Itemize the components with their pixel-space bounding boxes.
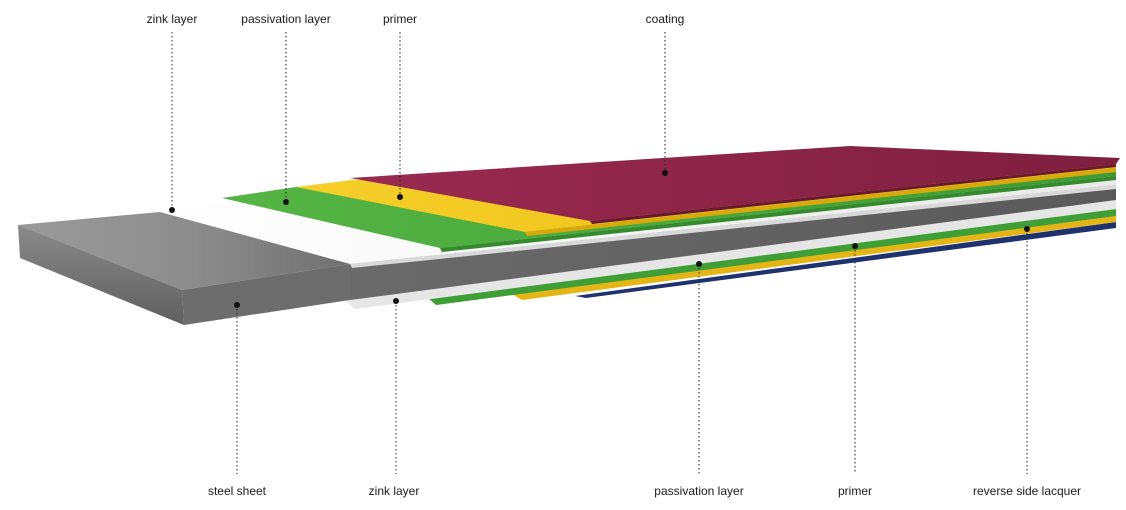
label-steel-sheet: steel sheet	[207, 484, 267, 498]
marker-steel-sheet	[234, 302, 240, 308]
primer-layer-edge	[525, 168, 1116, 236]
zinc-layer-edge	[350, 185, 1116, 268]
label-zink-layer-top: zink layer	[146, 12, 198, 26]
label-passivation-layer-bottom: passivation layer	[654, 484, 744, 498]
label-reverse-side-lacquer: reverse side lacquer	[972, 484, 1082, 498]
coating-layer-top-face	[350, 146, 1120, 221]
marker-passivation-layer-top	[283, 199, 289, 205]
label-coating-top: coating	[645, 12, 685, 26]
label-zink-layer-bottom: zink layer	[368, 484, 420, 498]
reverse-zinc-edge	[345, 200, 1116, 309]
marker-zink-layer-bottom	[393, 298, 399, 304]
steel-sheet-front-face	[350, 185, 1116, 300]
marker-reverse-side-lacquer	[1024, 226, 1030, 232]
reverse-side-layers	[345, 200, 1116, 309]
label-primer-top: primer	[382, 12, 418, 26]
reverse-lacquer-edge	[575, 222, 1116, 298]
marker-primer-top	[397, 194, 403, 200]
reverse-passivation-edge	[428, 209, 1116, 305]
steel-sheet-top-face	[18, 212, 360, 290]
marker-primer-bottom	[852, 243, 858, 249]
passivation-layer-edge	[440, 176, 1116, 252]
steel-sheet	[18, 185, 1116, 325]
label-primer-bottom: primer	[837, 484, 873, 498]
top-leader-lines	[169, 32, 668, 213]
marker-passivation-layer-bottom	[696, 261, 702, 267]
steel-sheet-front-end	[182, 264, 350, 325]
label-passivation-layer-top: passivation layer	[241, 12, 331, 26]
marker-zink-layer-top	[169, 207, 175, 213]
steel-sheet-left-front	[18, 225, 184, 325]
coating-layer-edge	[590, 164, 1116, 224]
bottom-leader-lines	[234, 226, 1030, 474]
coating-layer	[350, 146, 1120, 224]
marker-coating-top	[662, 170, 668, 176]
reverse-primer-edge	[512, 216, 1116, 300]
